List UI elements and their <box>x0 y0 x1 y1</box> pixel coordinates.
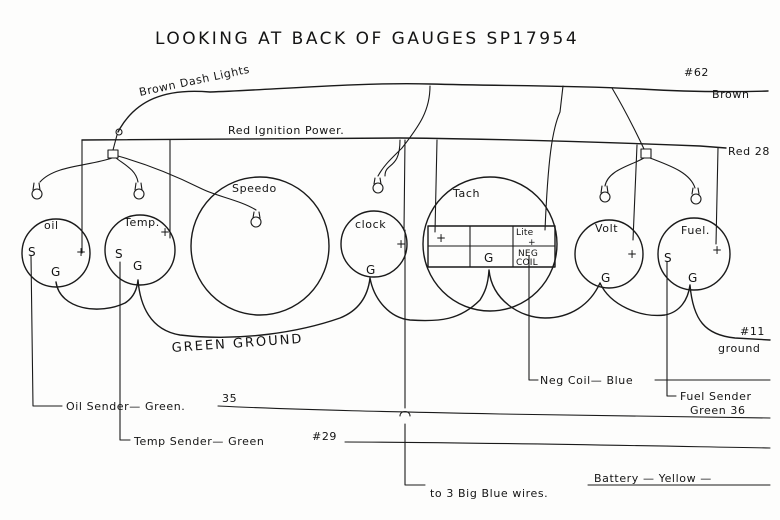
clock-gauge <box>340 210 408 278</box>
bulb-feed-fuel <box>649 157 696 189</box>
fuel-sender-label: Fuel Sender <box>680 390 752 403</box>
oil-sender-wire <box>30 255 63 407</box>
volt-terminal-plus: + <box>627 247 637 261</box>
temp-terminal-plus: + <box>160 225 170 239</box>
temp-sender-wire-run <box>344 441 771 449</box>
green-36-label: Green 36 <box>690 404 746 417</box>
temp-sender-wire <box>119 261 131 441</box>
fuel-sender-wire <box>666 261 677 397</box>
fuel-terminal-plus: + <box>712 243 722 257</box>
clock-plus-feed <box>384 139 406 231</box>
bulb-icon <box>250 211 262 228</box>
temp-sender-label: Temp Sender— Green <box>133 435 264 448</box>
wire-crossover <box>399 410 411 417</box>
tach-terminal-g: G <box>484 251 493 265</box>
wire-62-label: #62 <box>684 66 709 79</box>
fuel-terminal-g: G <box>688 271 697 285</box>
volt-plus-feed <box>632 144 638 241</box>
tach-gauge <box>422 176 558 312</box>
bulb-icon <box>599 185 611 203</box>
tach-gauge-label: Tach <box>452 187 480 200</box>
num-35-label: 35 <box>222 392 237 405</box>
splice-connector <box>640 148 652 159</box>
green-ground-wire <box>55 269 771 341</box>
bulb-icon <box>133 182 145 200</box>
fuel-gauge-label: Fuel. <box>681 224 710 237</box>
fuel-plus-feed <box>715 147 719 245</box>
num-29-label: #29 <box>312 430 337 443</box>
clock-terminal-plus: + <box>396 237 406 251</box>
bulb-feed-oil <box>39 157 113 183</box>
neg-coil-wire <box>528 255 539 381</box>
tach-terminal-neg: NEG <box>518 249 538 259</box>
temp-terminal-g: G <box>133 259 142 273</box>
volt-gauge <box>574 219 644 289</box>
wire-11-label: #11 <box>740 325 765 338</box>
brown-wire-drop <box>112 134 118 151</box>
brown-label: Brown <box>712 88 750 101</box>
clock-terminal-g: G <box>366 263 375 277</box>
volt-gauge-label: Volt <box>595 222 618 235</box>
speedo-gauge-label: Speedo <box>232 182 277 195</box>
bulb-feed-volt <box>604 157 645 187</box>
to-blue-wires-label: to 3 Big Blue wires. <box>430 487 548 500</box>
fuel-terminal-s: S <box>664 251 672 265</box>
bulb-feed-temp <box>115 157 139 183</box>
lite-feed-tach <box>544 85 564 231</box>
tach-plus-feed <box>434 139 438 233</box>
tach-terminal-plus: + <box>436 231 446 245</box>
tach-terminal-lite: Lite <box>516 228 534 238</box>
oil-gauge <box>21 218 91 288</box>
fuel-gauge <box>657 217 731 291</box>
brown-dash-lights-wire <box>117 82 769 133</box>
speedo-gauge <box>190 176 330 316</box>
temp-terminal-s: S <box>115 247 123 261</box>
clock-gauge-label: clock <box>355 218 386 231</box>
red-28-label: Red 28 <box>728 145 770 158</box>
bulb-icon <box>372 177 384 194</box>
tach-terminal-coil: COIL <box>516 258 538 268</box>
oil-terminal-s: S <box>28 245 36 259</box>
bulb-feed-speedo <box>117 155 257 211</box>
oil-terminal-g: G <box>51 265 60 279</box>
battery-yellow-label: Battery — Yellow — <box>594 472 712 485</box>
volt-terminal-g: G <box>601 271 610 285</box>
temp-gauge <box>104 214 176 286</box>
red-ignition-wire <box>81 137 727 149</box>
neg-coil-blue-label: Neg Coil— Blue <box>540 374 633 387</box>
tach-terminal-lite-plus: + <box>528 238 536 248</box>
oil-sender-wire-run <box>217 405 771 419</box>
bulb-feed-clock <box>377 85 431 177</box>
red-ignition-label: Red Ignition Power. <box>228 124 344 137</box>
oil-terminal-plus: + <box>76 245 86 259</box>
diagram-title: LOOKING AT BACK OF GAUGES SP17954 <box>155 29 579 49</box>
temp-gauge-label: Temp. <box>123 216 160 229</box>
oil-sender-label: Oil Sender— Green. <box>66 400 185 413</box>
splice-connector <box>107 149 119 159</box>
brown-dash-lights-label: Brown Dash Lights <box>138 63 251 99</box>
battery-wire <box>404 229 426 486</box>
oil-gauge-label: oil <box>44 219 59 232</box>
brown-wire-drop-right <box>611 87 645 150</box>
bulb-icon <box>690 187 702 205</box>
bulb-icon <box>31 182 43 200</box>
ground-label: ground <box>718 342 761 355</box>
